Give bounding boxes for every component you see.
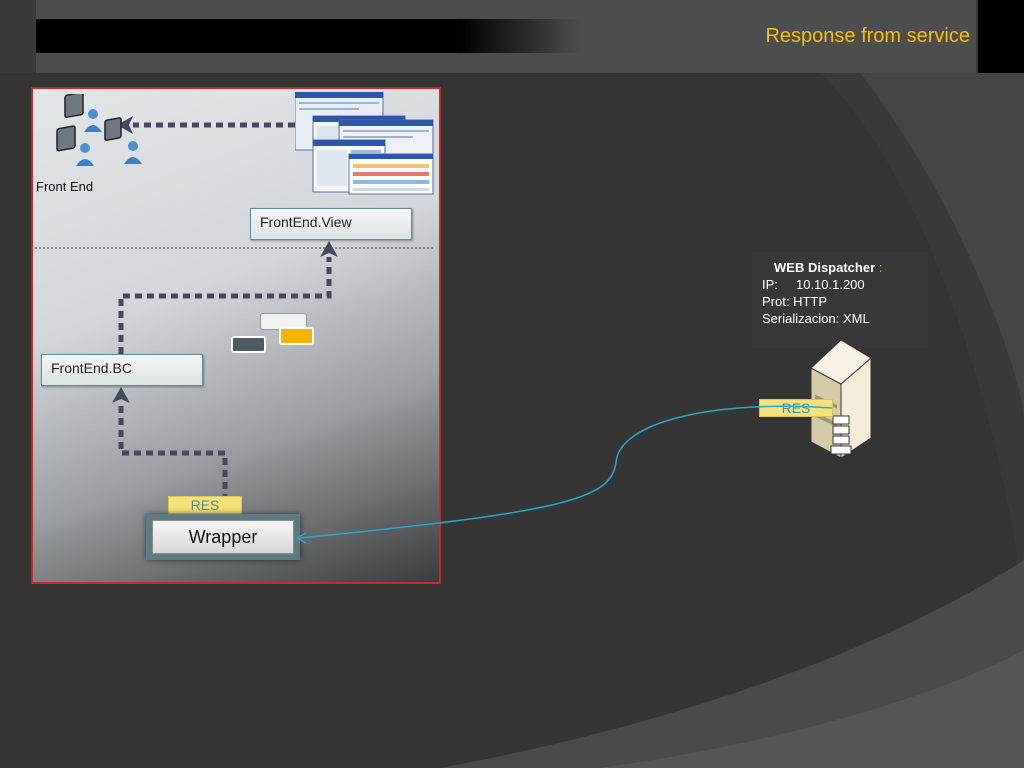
slide-header: Response from service (36, 0, 976, 73)
frontend-view-box: FrontEnd.View (250, 208, 412, 240)
front-end-label: Front End (36, 179, 94, 194)
dispatcher-ip-label: IP: (762, 277, 778, 292)
header-corner-block (978, 0, 1024, 73)
dispatcher-title: WEB Dispatcher (774, 260, 876, 275)
frontend-panel: Front End FrontEnd.View FrontEnd.BC RES … (31, 87, 441, 584)
dispatcher-serialization-label: Serializacion: (762, 311, 840, 326)
application-screenshot-icon (295, 92, 434, 195)
header-bar (36, 19, 976, 53)
dispatcher-prot-label: Prot: (762, 294, 790, 309)
slide-title: Response from service (765, 25, 970, 47)
frontend-bc-box: FrontEnd.BC (41, 354, 203, 386)
res-tag-wrapper: RES (168, 496, 242, 514)
web-dispatcher-info: WEB Dispatcher : IP: 10.10.1.200 Prot: H… (752, 253, 928, 347)
dispatcher-ip-row: IP: 10.10.1.200 (762, 276, 918, 293)
wrapper-label: Wrapper (152, 520, 294, 554)
message-chip-icon (231, 336, 266, 353)
dispatcher-prot-row: Prot: HTTP (762, 293, 918, 310)
dispatcher-serialization-row: Serializacion: XML (762, 310, 918, 327)
user-workstation-icon (56, 94, 142, 166)
dispatcher-ip-value: 10.10.1.200 (795, 277, 865, 292)
dispatcher-title-row: WEB Dispatcher : (762, 259, 918, 276)
wrapper-box: Wrapper (146, 514, 300, 560)
dispatcher-title-colon: : (875, 260, 883, 275)
dispatcher-prot-value: HTTP (793, 294, 828, 309)
dispatcher-serialization-value: XML (842, 311, 870, 326)
flow-lines (33, 116, 435, 513)
res-tag-dispatcher: RES (759, 399, 833, 417)
message-chip-icon (279, 327, 314, 345)
